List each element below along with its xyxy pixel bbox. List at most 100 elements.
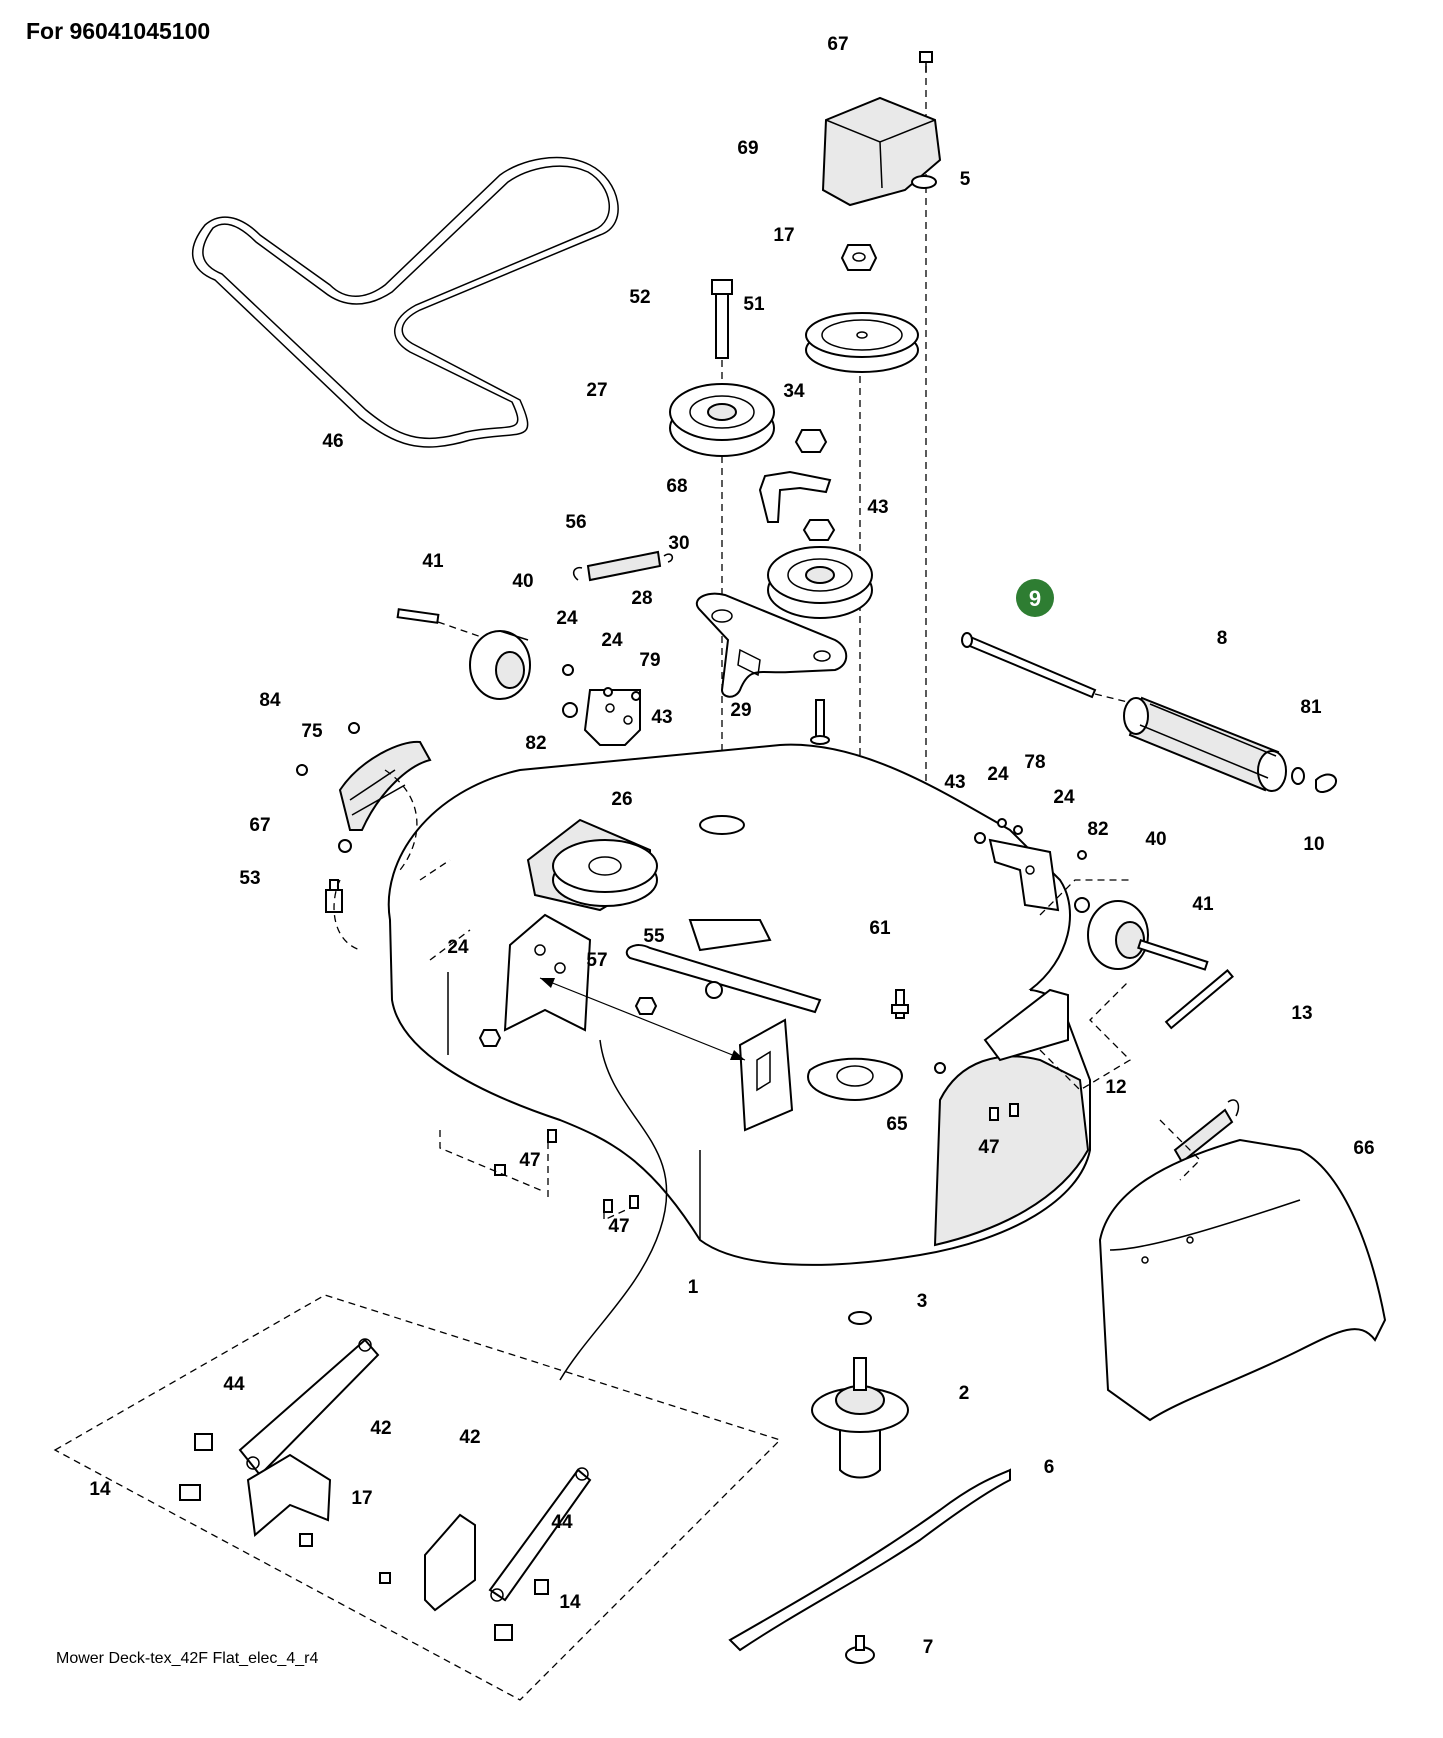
callout-42: 42 <box>459 1427 480 1448</box>
bolt-52 <box>711 279 733 359</box>
callout-53: 53 <box>239 868 260 889</box>
callout-67: 67 <box>827 34 848 55</box>
nut-57 <box>634 997 658 1015</box>
nut-17-top <box>840 244 878 271</box>
callout-42: 42 <box>370 1418 391 1439</box>
spring-56 <box>572 550 674 582</box>
callout-10: 10 <box>1303 834 1324 855</box>
callout-61: 61 <box>869 918 891 939</box>
callout-17: 17 <box>351 1488 372 1509</box>
callout-28: 28 <box>631 588 652 609</box>
gauge-wheel-40-left <box>469 630 531 700</box>
spindle-2 <box>811 1357 909 1479</box>
clip-10 <box>1315 773 1338 793</box>
svg-text:9: 9 <box>1029 586 1041 611</box>
roller-8 <box>1123 696 1287 792</box>
nut-43-right <box>974 832 986 844</box>
wheel-bracket-79 <box>583 689 641 746</box>
callout-12: 12 <box>1105 1077 1126 1098</box>
idler-pulley-27 <box>669 383 775 457</box>
callout-30: 30 <box>668 533 689 554</box>
callout-66: 66 <box>1353 1138 1374 1159</box>
callout-26: 26 <box>611 789 632 810</box>
nut-34 <box>794 429 828 453</box>
axle-9 <box>961 632 1141 706</box>
nut-84b <box>348 722 360 734</box>
callout-3: 3 <box>917 1291 928 1312</box>
callout-8: 8 <box>1217 628 1228 649</box>
spindle-mount <box>807 1057 903 1102</box>
callout-44: 44 <box>551 1512 573 1533</box>
callout-47: 47 <box>519 1150 540 1171</box>
callout-7: 7 <box>923 1637 934 1658</box>
callout-43: 43 <box>944 772 965 793</box>
pulley-cover-69 <box>821 96 942 207</box>
belt-46 <box>191 156 619 448</box>
highlight-callout-9: 9 <box>1016 579 1054 617</box>
nut-24a <box>562 664 574 676</box>
callout-34: 34 <box>783 381 805 402</box>
gauge-wheel-40-right <box>1087 900 1149 970</box>
callout-24: 24 <box>987 764 1009 785</box>
blade-bolt-7 <box>845 1635 875 1664</box>
callout-46: 46 <box>322 431 343 452</box>
bolt-29 <box>810 699 830 745</box>
nut-24-deck <box>478 1029 502 1047</box>
chute-bracket <box>983 988 1069 1062</box>
callout-5: 5 <box>960 169 971 190</box>
washer-81 <box>1291 767 1305 785</box>
callout-84: 84 <box>259 690 281 711</box>
callout-17: 17 <box>773 225 794 246</box>
nut-84a <box>296 764 308 776</box>
callout-6: 6 <box>1044 1457 1055 1478</box>
callout-44: 44 <box>223 1374 245 1395</box>
callout-67: 67 <box>249 815 270 836</box>
lift-assembly-inset <box>53 1294 782 1701</box>
diagram-caption: Mower Deck-tex_42F Flat_elec_4_r4 <box>56 1650 319 1667</box>
callout-24: 24 <box>447 937 469 958</box>
discharge-chute-66 <box>1098 1138 1387 1422</box>
page-title: For 96041045100 <box>26 18 211 44</box>
callout-51: 51 <box>743 294 765 315</box>
rod-13 <box>1164 969 1234 1030</box>
adjust-arrow <box>539 977 746 1061</box>
callout-79: 79 <box>639 650 660 671</box>
callout-27: 27 <box>586 380 607 401</box>
callout-13: 13 <box>1291 1003 1312 1024</box>
washer-26 <box>699 815 745 835</box>
arm-55 <box>625 944 822 1014</box>
deck-drive-pulley <box>526 818 658 912</box>
callout-40: 40 <box>1145 829 1166 850</box>
pulley-51 <box>805 312 919 373</box>
callout-75: 75 <box>301 721 323 742</box>
callout-55: 55 <box>643 926 665 947</box>
callout-24: 24 <box>556 608 578 629</box>
callout-2: 2 <box>959 1383 970 1404</box>
callout-29: 29 <box>730 700 751 721</box>
callout-56: 56 <box>565 512 586 533</box>
idler-arm-28 <box>695 592 848 698</box>
bracket-68 <box>758 470 832 523</box>
washer-3 <box>848 1311 872 1325</box>
pin-41-left <box>396 608 491 641</box>
callout-68: 68 <box>666 476 687 497</box>
callout-43: 43 <box>651 707 672 728</box>
callout-1: 1 <box>688 1277 699 1298</box>
callout-14: 14 <box>89 1479 111 1500</box>
callout-47: 47 <box>608 1216 629 1237</box>
callout-69: 69 <box>737 138 758 159</box>
lift-assembly <box>179 1338 592 1641</box>
height-bracket-left <box>503 913 592 1032</box>
washer-82-right <box>1074 897 1090 913</box>
callout-78: 78 <box>1024 752 1045 773</box>
callout-82: 82 <box>1087 819 1108 840</box>
washer-82-left <box>562 702 578 718</box>
callout-24: 24 <box>1053 787 1075 808</box>
callout-40: 40 <box>512 571 533 592</box>
callout-52: 52 <box>629 287 650 308</box>
callout-57: 57 <box>586 950 607 971</box>
fitting-53 <box>325 879 343 913</box>
callout-43: 43 <box>867 497 888 518</box>
height-bracket-right <box>738 1018 794 1132</box>
